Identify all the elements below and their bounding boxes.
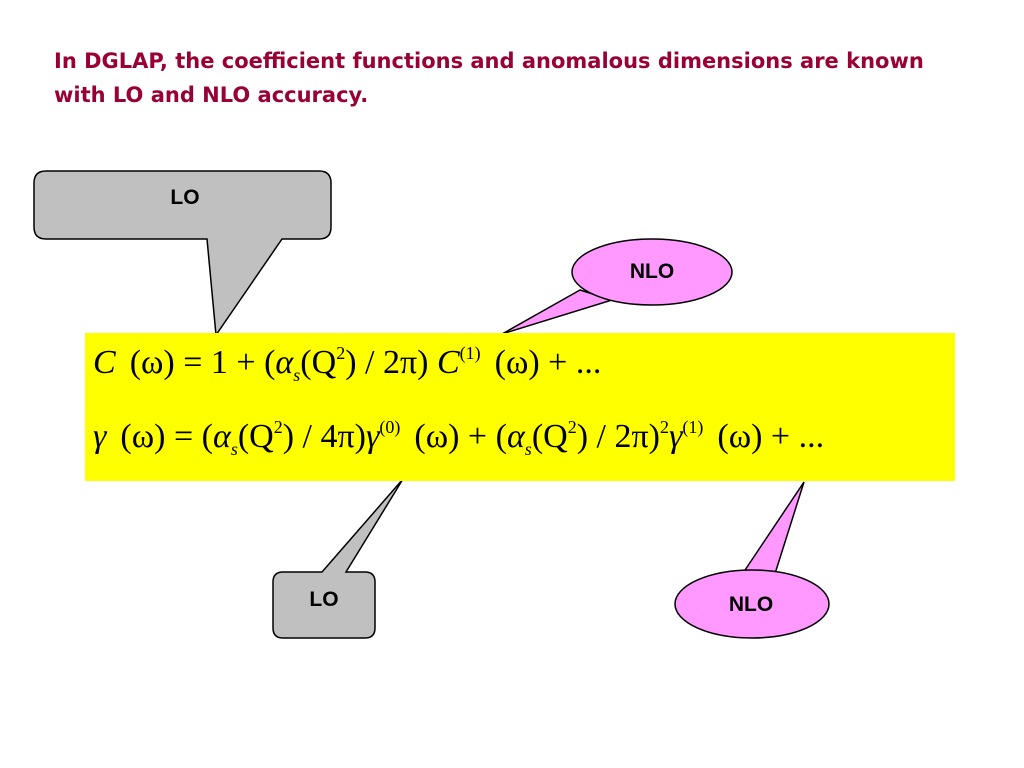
heading-line-1: In DGLAP, the coefficient functions and … (54, 49, 924, 73)
slide-heading: In DGLAP, the coefficient functions and … (54, 44, 984, 112)
lo-bottom-callout-shape (272, 478, 404, 639)
coefficient-function-equation: C(ω) = 1 + (αs(Q2) / 2π) C(1)(ω) + ... (93, 343, 602, 385)
lo-top-callout-shape (33, 170, 332, 338)
nlo-bottom-label: NLO (728, 593, 774, 616)
lo-bottom-label: LO (309, 588, 339, 611)
heading-line-2: with LO and NLO accuracy. (54, 83, 369, 107)
formula-box: C(ω) = 1 + (αs(Q2) / 2π) C(1)(ω) + ... γ… (85, 333, 955, 481)
anomalous-dimension-equation: γ(ω) = (αs(Q2) / 4π)γ(0)(ω) + (αs(Q2) / … (93, 417, 825, 459)
nlo-top-callout-shape (501, 289, 615, 335)
nlo-top-callout-ellipse (571, 238, 733, 306)
nlo-top-label: NLO (629, 260, 675, 283)
lo-top-label: LO (170, 186, 200, 209)
nlo-bottom-callout-ellipse (674, 569, 830, 639)
nlo-bottom-callout-shape (735, 481, 805, 583)
